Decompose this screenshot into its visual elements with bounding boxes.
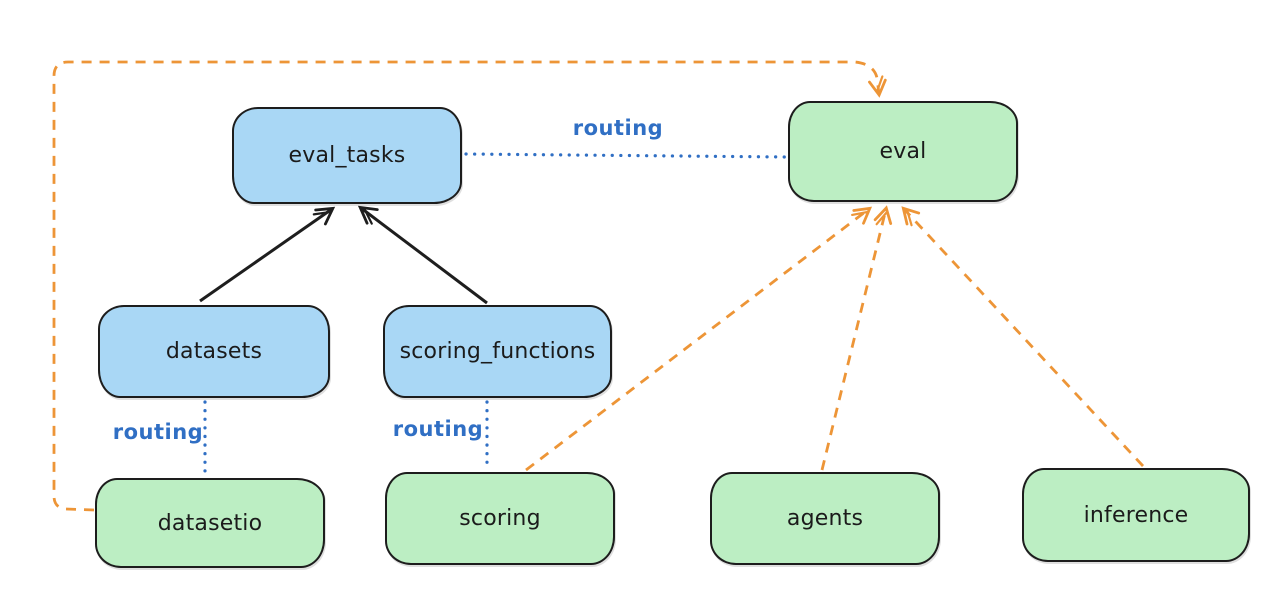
node-datasets-label: datasets	[165, 339, 263, 364]
edge-label-routing-scoring-functions-scoring: routing	[392, 417, 484, 441]
edge-agents-to-eval	[820, 205, 893, 471]
node-inference-label: inference	[1083, 502, 1189, 528]
node-eval-tasks: eval_tasks	[232, 107, 462, 204]
node-eval: eval	[788, 101, 1018, 202]
node-scoring: scoring	[385, 472, 615, 565]
node-agents: agents	[710, 472, 940, 565]
node-scoring-functions-label: scoring_functions	[399, 339, 596, 364]
edge-eval_tasks-to-eval-routing	[464, 152, 788, 159]
node-datasetio: datasetio	[95, 478, 325, 568]
node-datasetio-label: datasetio	[157, 510, 263, 536]
node-eval-label: eval	[879, 139, 927, 164]
edge-label-routing-datasets-datasetio: routing	[112, 420, 204, 444]
edge-label-routing-eval-tasks-eval: routing	[572, 116, 664, 140]
node-agents-label: agents	[786, 506, 864, 531]
node-eval-tasks-label: eval_tasks	[288, 143, 406, 168]
node-scoring-functions: scoring_functions	[383, 305, 612, 398]
node-inference: inference	[1022, 468, 1250, 562]
edge-scoring_functions-to-eval_tasks	[357, 205, 488, 305]
node-scoring-label: scoring	[459, 506, 541, 531]
edge-datasetio-to-eval	[52, 60, 887, 512]
edge-datasets-to-eval_tasks	[199, 206, 336, 303]
edge-inference-to-eval	[901, 206, 1145, 467]
node-datasets: datasets	[98, 305, 330, 398]
